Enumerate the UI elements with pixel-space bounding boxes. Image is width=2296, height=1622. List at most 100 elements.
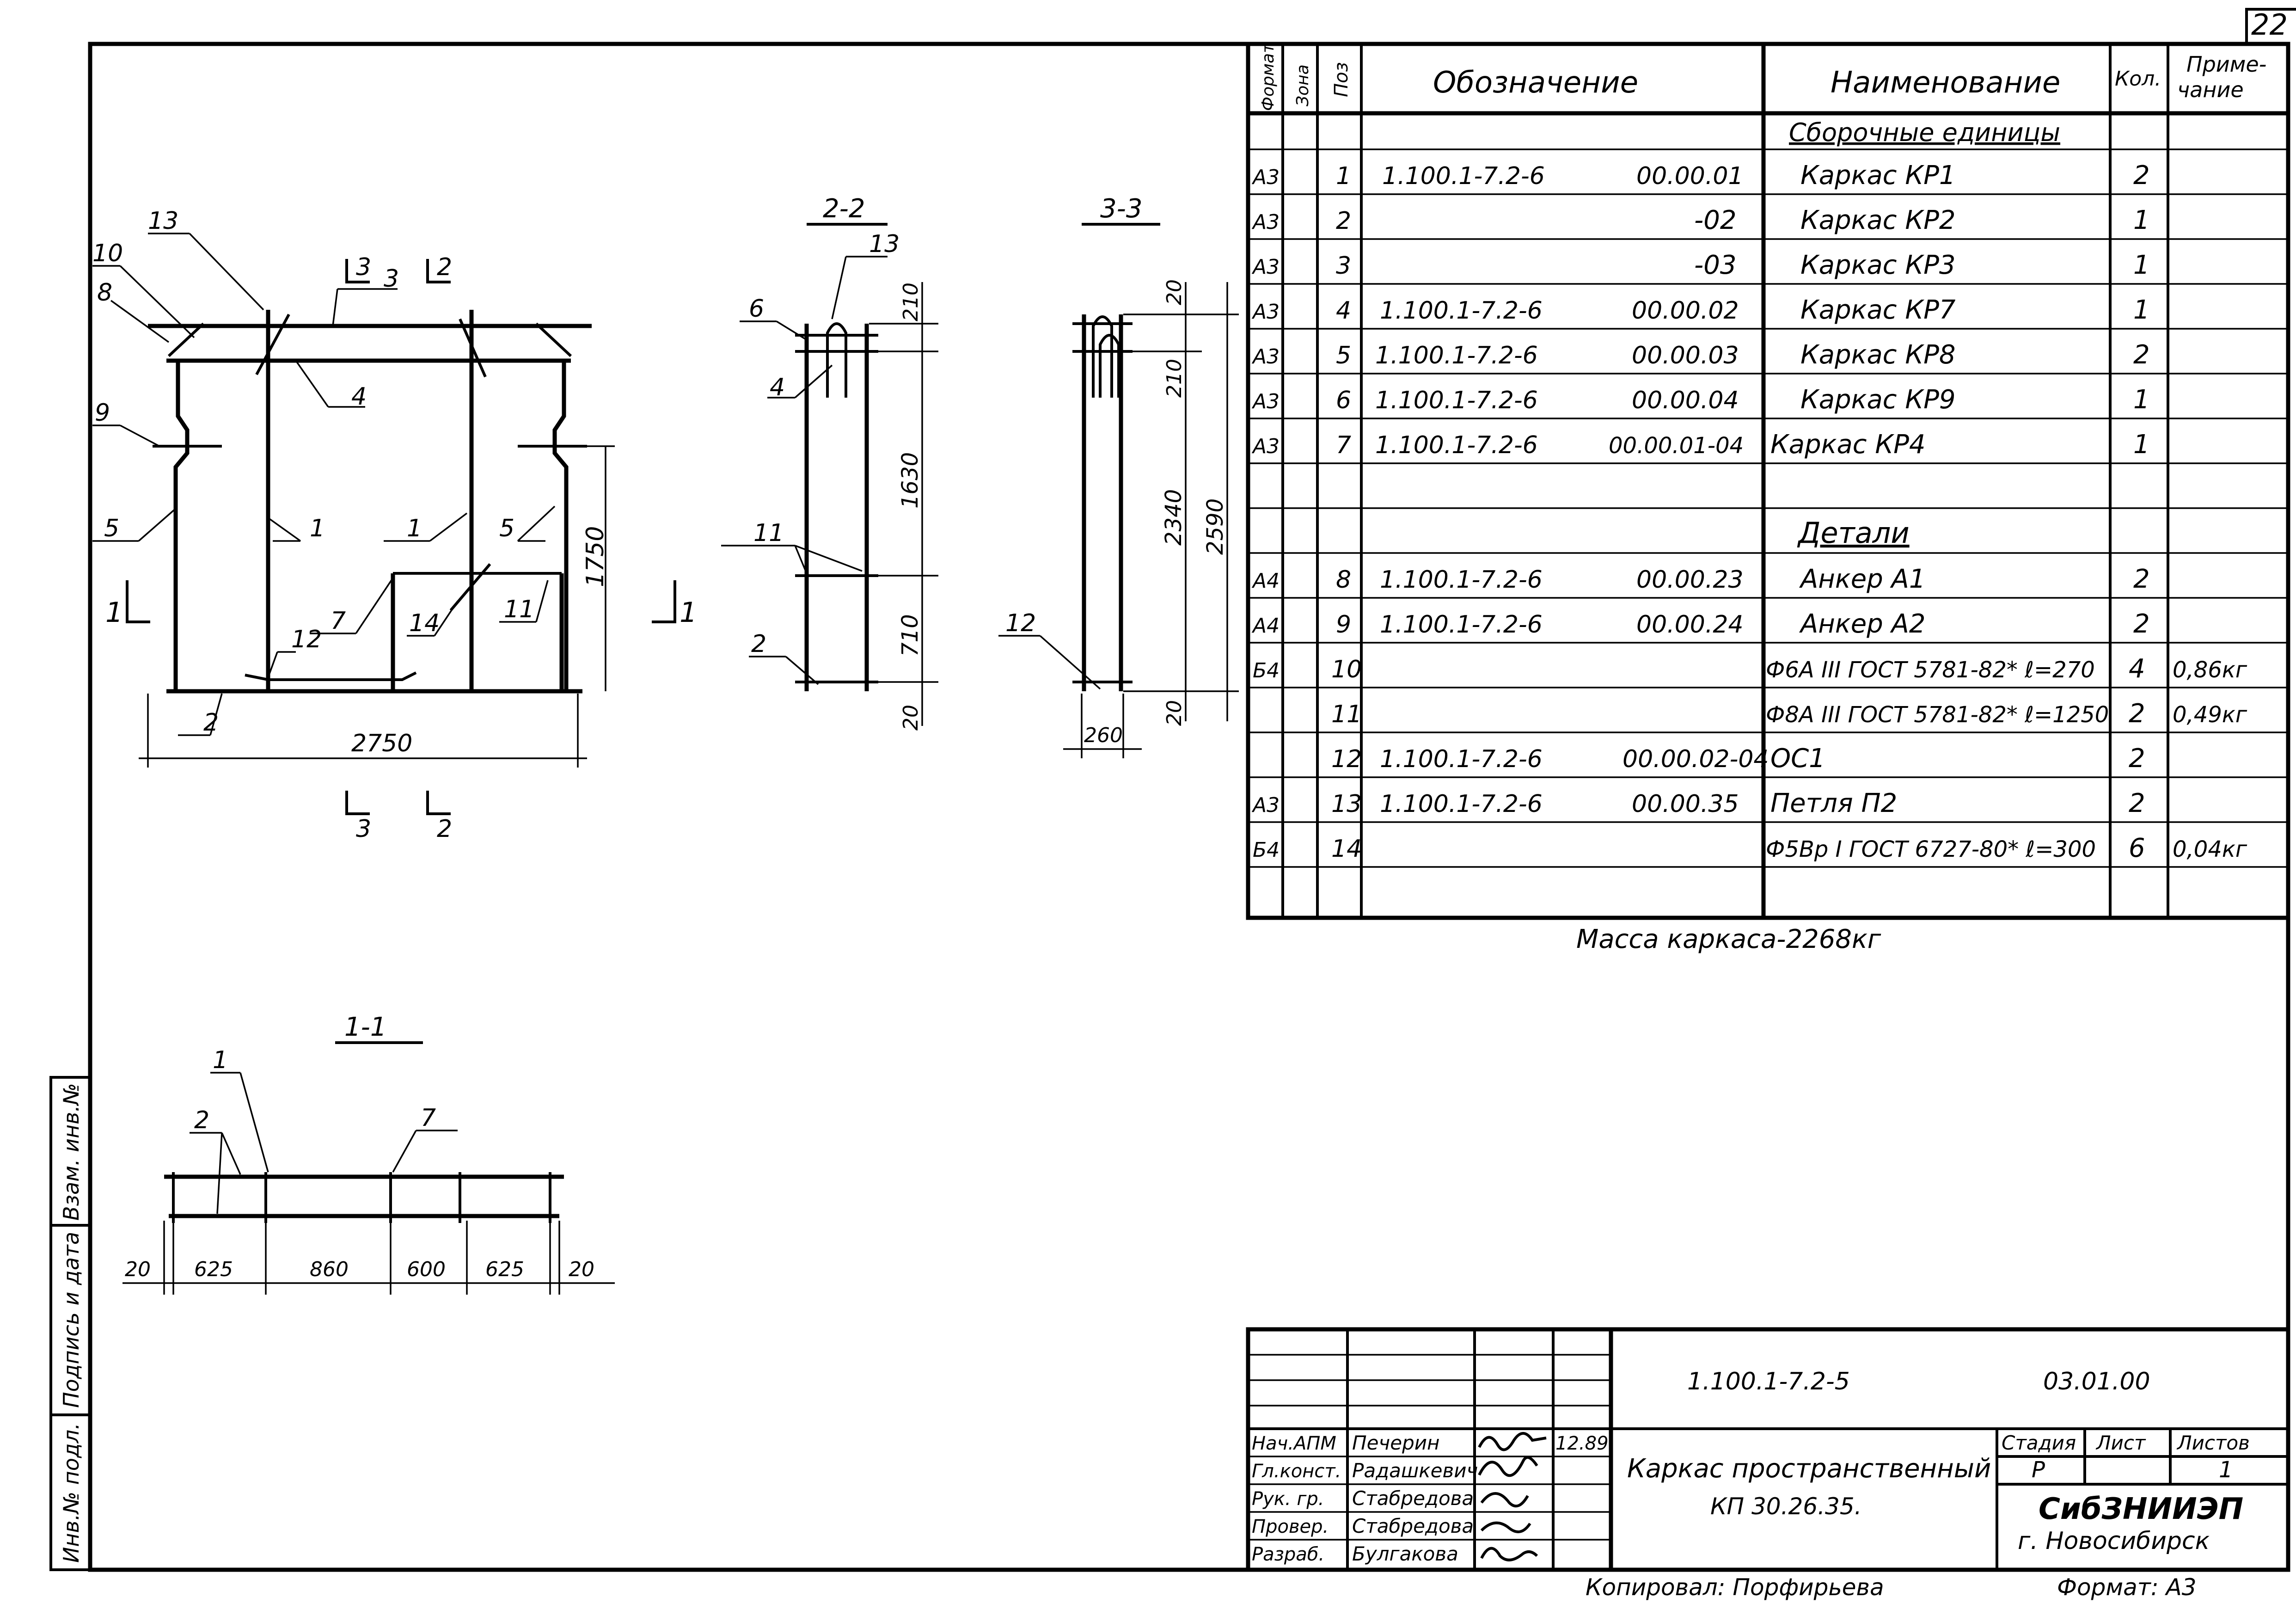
callout-5: 5 xyxy=(499,515,514,542)
header-zone: Зона xyxy=(1293,64,1312,106)
callout-13: 13 xyxy=(148,207,178,235)
table-row: А3 2 -02 Каркас КР2 1 xyxy=(1251,205,2150,235)
svg-text:0,86кг: 0,86кг xyxy=(2173,657,2247,683)
svg-text:2: 2 xyxy=(2133,564,2150,594)
svg-text:1: 1 xyxy=(680,596,697,629)
svg-text:1: 1 xyxy=(2133,430,2150,460)
svg-text:2: 2 xyxy=(437,253,452,281)
svg-text:Б4: Б4 xyxy=(1253,838,1280,862)
svg-text:2590: 2590 xyxy=(1202,498,1228,555)
svg-text:11: 11 xyxy=(753,519,784,547)
sheet-frame: 22 Инв.№ подл. Подпись и дата Взам. инв.… xyxy=(49,8,2296,1572)
table-row: А3 6 1.100.1-7.2-6 00.00.04 Каркас КР9 1 xyxy=(1251,385,2150,415)
svg-text:Ф6А III ГОСТ 5781-82* ℓ=270: Ф6А III ГОСТ 5781-82* ℓ=270 xyxy=(1766,657,2095,683)
callout-1: 1 xyxy=(407,515,422,542)
svg-text:210: 210 xyxy=(1163,359,1186,398)
svg-text:Разраб.: Разраб. xyxy=(1252,1544,1324,1565)
svg-text:7: 7 xyxy=(421,1104,436,1132)
callout-10: 10 xyxy=(92,240,123,267)
svg-text:Провер.: Провер. xyxy=(1252,1516,1329,1537)
svg-text:Б4: Б4 xyxy=(1253,659,1280,682)
svg-text:2: 2 xyxy=(194,1106,209,1134)
svg-text:260: 260 xyxy=(1084,724,1123,747)
svg-text:А3: А3 xyxy=(1251,435,1280,458)
section-2-2-view: 2-2 210 1630 710 20 13 6 4 11 2 xyxy=(721,194,938,731)
svg-text:00.00.03: 00.00.03 xyxy=(1632,342,1739,369)
svg-text:4: 4 xyxy=(770,374,785,401)
svg-text:А4: А4 xyxy=(1251,614,1280,638)
header-qty: Кол. xyxy=(2115,67,2161,91)
svg-text:12.89: 12.89 xyxy=(1555,1433,1609,1454)
svg-text:600: 600 xyxy=(407,1258,446,1281)
svg-text:1.100.1-7.2-6: 1.100.1-7.2-6 xyxy=(1380,566,1543,594)
section-label-2-2: 2-2 xyxy=(823,194,865,224)
svg-text:1.100.1-7.2-6: 1.100.1-7.2-6 xyxy=(1375,342,1538,369)
svg-text:11: 11 xyxy=(1331,700,1362,728)
svg-text:Стадия: Стадия xyxy=(2002,1432,2076,1454)
svg-text:1: 1 xyxy=(2133,295,2150,325)
svg-text:6: 6 xyxy=(2129,833,2145,863)
table-row: 11 Ф8А III ГОСТ 5781-82* ℓ=1250 2 0,49кг xyxy=(1331,699,2247,729)
svg-text:1.100.1-7.2-6: 1.100.1-7.2-6 xyxy=(1375,431,1538,459)
svg-text:3: 3 xyxy=(356,815,371,843)
svg-text:А3: А3 xyxy=(1251,300,1280,324)
svg-text:1.100.1-7.2-6: 1.100.1-7.2-6 xyxy=(1375,387,1538,414)
svg-text:2: 2 xyxy=(2133,340,2150,370)
svg-text:1630: 1630 xyxy=(897,452,923,509)
svg-text:1: 1 xyxy=(1336,162,1351,190)
svg-text:00.00.35: 00.00.35 xyxy=(1632,790,1739,818)
table-row: А3 13 1.100.1-7.2-6 00.00.35 Петля П2 2 xyxy=(1251,788,2145,818)
table-row: А3 7 1.100.1-7.2-6 00.00.01-04 Каркас КР… xyxy=(1251,430,2150,460)
svg-text:Рук. гр.: Рук. гр. xyxy=(1252,1488,1324,1510)
section-assembly: Сборочные единицы xyxy=(1789,118,2060,147)
svg-text:А3: А3 xyxy=(1251,345,1280,369)
callout-3: 3 xyxy=(384,265,399,293)
svg-text:Петля П2: Петля П2 xyxy=(1770,788,1897,818)
section-label-3-3: 3-3 xyxy=(1100,194,1142,224)
callout-11: 11 xyxy=(504,596,534,623)
svg-text:Каркас КР9: Каркас КР9 xyxy=(1800,385,1956,415)
svg-text:2: 2 xyxy=(1336,207,1351,235)
svg-text:2: 2 xyxy=(2133,160,2150,190)
svg-text:210: 210 xyxy=(899,283,923,321)
svg-text:1.100.1-7.2-6: 1.100.1-7.2-6 xyxy=(1380,745,1543,773)
callout-9: 9 xyxy=(95,399,110,427)
section-details: Детали xyxy=(1797,516,1910,550)
svg-text:Стабредова: Стабредова xyxy=(1352,1487,1474,1510)
svg-text:1.100.1-7.2-6: 1.100.1-7.2-6 xyxy=(1380,611,1543,639)
callout-8: 8 xyxy=(97,279,112,307)
dim-1750: 1750 xyxy=(582,526,609,587)
svg-text:2: 2 xyxy=(2133,609,2150,639)
sheet-format: Формат: А3 xyxy=(2057,1574,2197,1601)
svg-text:10: 10 xyxy=(1331,656,1362,683)
frame-elevation-view: 2750 1750 3 2 3 2 1 1 xyxy=(92,207,697,843)
svg-text:13: 13 xyxy=(869,230,900,258)
table-row: А4 9 1.100.1-7.2-6 00.00.24 Анкер А2 2 xyxy=(1251,609,2150,639)
svg-text:5: 5 xyxy=(1336,342,1351,369)
svg-text:Каркас КР4: Каркас КР4 xyxy=(1770,430,1926,460)
dim-2750: 2750 xyxy=(351,730,412,757)
section-1-1-view: 1-1 20 625 860 600 625 20 xyxy=(122,1012,615,1295)
header-designation: Обозначение xyxy=(1433,66,1638,100)
svg-text:Нач.АПМ: Нач.АПМ xyxy=(1252,1433,1336,1454)
callout-1: 1 xyxy=(310,515,325,542)
doc-code: 03.01.00 xyxy=(2043,1368,2150,1395)
doc-title-line1: Каркас пространственный xyxy=(1627,1454,1991,1484)
svg-text:13: 13 xyxy=(1331,790,1362,818)
svg-text:00.00.04: 00.00.04 xyxy=(1632,387,1739,414)
svg-text:2340: 2340 xyxy=(1161,489,1187,546)
svg-text:12: 12 xyxy=(1005,609,1036,637)
header-format: Формат xyxy=(1259,43,1278,111)
header-pos: Поз xyxy=(1331,62,1352,97)
signatures xyxy=(1478,1432,1547,1561)
svg-text:7: 7 xyxy=(1336,431,1351,459)
callout-12: 12 xyxy=(291,626,322,653)
svg-text:Радашкевич: Радашкевич xyxy=(1352,1459,1478,1482)
svg-text:Каркас КР7: Каркас КР7 xyxy=(1800,295,1956,325)
svg-text:20: 20 xyxy=(125,1258,151,1281)
svg-text:1: 1 xyxy=(105,596,123,629)
svg-text:00.00.01: 00.00.01 xyxy=(1636,162,1744,190)
svg-text:Лист: Лист xyxy=(2095,1432,2146,1454)
svg-text:ОС1: ОС1 xyxy=(1770,743,1825,774)
svg-text:1: 1 xyxy=(2133,205,2150,235)
